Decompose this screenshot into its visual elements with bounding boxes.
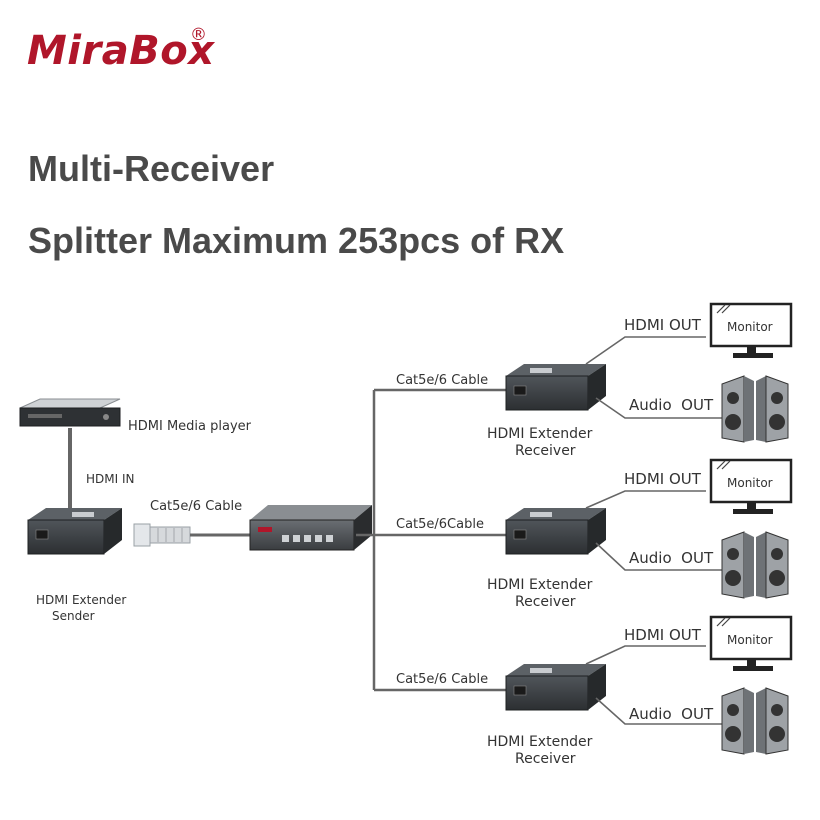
headline-line2: Splitter Maximum 253pcs of RX	[28, 220, 565, 261]
brand-logo: MiraBox	[27, 28, 215, 74]
speaker-icon-2	[721, 531, 789, 599]
receiver-label-2-line2: Receiver	[515, 594, 576, 610]
audio-out-cable-3	[595, 697, 722, 725]
sender-label-line2: Sender	[52, 609, 95, 623]
receiver-label-2-line1: HDMI Extender	[487, 577, 593, 593]
sender-device-icon	[27, 508, 122, 555]
branch-cable-label-3: Cat5e/6 Cable	[396, 672, 488, 687]
audio-out-cable-1	[595, 397, 722, 419]
monitor-icon-2: Monitor	[709, 458, 793, 514]
media-player-label: HDMI Media player	[128, 419, 252, 434]
network-switch-icon	[249, 505, 372, 551]
branch-cable-label-2: Cat5e/6Cable	[396, 517, 484, 532]
receiver-label-1-line2: Receiver	[515, 443, 576, 459]
hdmi-out-label-2: HDMI OUT	[624, 470, 702, 488]
audio-out-label-1: Audio OUT	[629, 396, 714, 414]
headline-line1: Multi-Receiver	[28, 148, 275, 189]
monitor-label-1: Monitor	[727, 320, 773, 334]
hdmi-in-label: HDMI IN	[86, 472, 135, 486]
receiver-device-icon-2	[505, 508, 606, 555]
receiver-device-icon-1	[505, 364, 606, 411]
media-player-icon	[19, 398, 121, 427]
speaker-icon-1	[721, 375, 789, 443]
audio-out-label-2: Audio OUT	[629, 549, 714, 567]
receiver-label-3-line1: HDMI Extender	[487, 734, 593, 750]
monitor-label-3: Monitor	[727, 633, 773, 647]
hdmi-out-label-3: HDMI OUT	[624, 626, 702, 644]
hdmi-out-cable-1	[585, 336, 706, 365]
hdmi-out-cable-2	[585, 490, 706, 509]
speaker-icon-3	[721, 687, 789, 755]
receiver-device-icon-3	[505, 664, 606, 711]
ethernet-connector-icon	[133, 523, 191, 547]
receiver-label-3-line2: Receiver	[515, 751, 576, 767]
monitor-label-2: Monitor	[727, 476, 773, 490]
monitor-icon-3: Monitor	[709, 615, 793, 671]
registered-mark: ®	[190, 25, 207, 45]
hdmi-out-label-1: HDMI OUT	[624, 316, 702, 334]
sender-cable-label: Cat5e/6 Cable	[150, 499, 242, 514]
branch-cable-label-1: Cat5e/6 Cable	[396, 373, 488, 388]
monitor-icon-1: Monitor	[709, 302, 793, 358]
audio-out-cable-2	[595, 542, 722, 571]
sender-label-line1: HDMI Extender	[36, 593, 126, 607]
audio-out-label-3: Audio OUT	[629, 705, 714, 723]
hdmi-out-cable-3	[585, 645, 706, 665]
receiver-label-1-line1: HDMI Extender	[487, 426, 593, 442]
